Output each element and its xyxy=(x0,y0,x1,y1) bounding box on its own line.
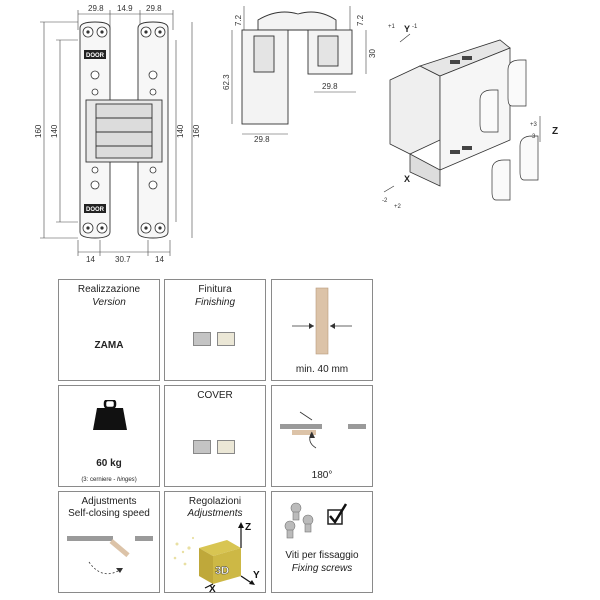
spec-angle: 180° xyxy=(271,385,373,487)
spec-load-note: (3: cerniere - hinges) xyxy=(81,477,137,483)
reg-x-label: X xyxy=(209,584,216,592)
dim-right-inner: 140 xyxy=(176,124,185,138)
spec-screws: Viti per fissaggio Fixing screws xyxy=(271,491,373,593)
finish-swatch-ivory xyxy=(217,332,235,346)
spec-thickness-label: min. 40 mm xyxy=(295,364,349,375)
spec-version-subtitle: Version xyxy=(92,297,126,308)
reg-z-label: Z xyxy=(245,522,251,533)
spec-finish-title: Finitura xyxy=(198,284,232,295)
dim-section-62: 62.3 xyxy=(222,74,231,90)
screws-icon xyxy=(284,502,348,539)
spec-load: 60 kg (3: cerniere - hinges) xyxy=(58,385,160,487)
dim-section-298-bottom: 29.8 xyxy=(254,135,270,144)
reg-3d-badge: 3D xyxy=(215,565,229,577)
logo-top: DOOR xyxy=(86,53,105,59)
spec-version-value: ZAMA xyxy=(94,340,124,351)
dim-section-72-left: 7.2 xyxy=(234,14,243,26)
iso-z-plus: +3 xyxy=(530,122,538,128)
cover-swatch-ivory xyxy=(217,440,235,454)
cover-swatch-grey xyxy=(193,440,211,454)
dim-top-1: 29.8 xyxy=(88,4,104,13)
self-closing-icon xyxy=(67,536,153,575)
spec-version-title: Realizzazione xyxy=(77,284,141,295)
dim-section-30: 30 xyxy=(368,49,377,58)
door-thickness-icon xyxy=(292,287,352,355)
spec-adjust-title: Adjustments xyxy=(81,496,137,507)
spec-screws-title: Viti per fissaggio xyxy=(285,550,359,561)
iso-x-axis: X xyxy=(404,174,410,184)
iso-y-axis: Y xyxy=(404,24,410,34)
spec-cover-title: COVER xyxy=(197,390,233,401)
iso-z-axis: Z xyxy=(552,126,558,137)
opening-angle-icon xyxy=(280,411,366,449)
iso-z-minus: -3 xyxy=(530,134,536,140)
spec-load-value: 60 kg xyxy=(96,458,122,469)
dim-bottom-1: 14 xyxy=(86,255,95,264)
dim-left-outer: 160 xyxy=(34,124,43,138)
dim-top-2: 14.9 xyxy=(117,4,133,13)
iso-x-minus: -2 xyxy=(382,198,388,204)
weight-icon xyxy=(93,400,127,430)
spec-adjust: Adjustments Self-closing speed xyxy=(58,491,160,593)
spec-version: Realizzazione Version ZAMA xyxy=(58,279,160,381)
spec-reg-subtitle: Adjustments xyxy=(187,508,243,519)
dim-bottom-3: 14 xyxy=(155,255,164,264)
spec-thickness: min. 40 mm xyxy=(271,279,373,381)
spec-angle-label: 180° xyxy=(311,470,333,481)
hinge-front-view: 29.8 14.9 29.8 160 140 140 160 14 30.7 1… xyxy=(34,4,201,264)
spec-finish: Finitura Finishing xyxy=(164,279,266,381)
finish-swatch-grey xyxy=(193,332,211,346)
dim-left-inner: 140 xyxy=(50,124,59,138)
iso-y-minus: -1 xyxy=(412,24,418,30)
spec-screws-subtitle: Fixing screws xyxy=(291,563,353,574)
spec-regulation: Regolazioni Adjustments Z X Y 3D xyxy=(164,491,266,593)
spec-finish-subtitle: Finishing xyxy=(194,297,236,308)
spec-adjust-subtitle: Self-closing speed xyxy=(68,508,150,519)
dim-right-outer: 160 xyxy=(192,124,201,138)
iso-y-plus: +1 xyxy=(388,24,396,30)
reg-y-label: Y xyxy=(253,570,260,581)
hinge-section-view: 62.3 7.2 7.2 30 29.8 29.8 xyxy=(222,6,377,144)
dim-section-72-right: 7.2 xyxy=(356,14,365,26)
hinge-iso-view: Y +1 -1 Z +3 -3 X -2 +2 xyxy=(382,24,558,210)
spec-reg-title: Regolazioni xyxy=(188,496,242,507)
adjust-3d-icon: Z X Y 3D xyxy=(173,522,260,592)
logo-bottom: DOOR xyxy=(86,207,105,213)
dim-bottom-2: 30.7 xyxy=(115,255,131,264)
iso-x-plus: +2 xyxy=(394,204,402,210)
dim-section-298-right: 29.8 xyxy=(322,82,338,91)
spec-cover: COVER xyxy=(164,385,266,487)
dim-top-3: 29.8 xyxy=(146,4,162,13)
